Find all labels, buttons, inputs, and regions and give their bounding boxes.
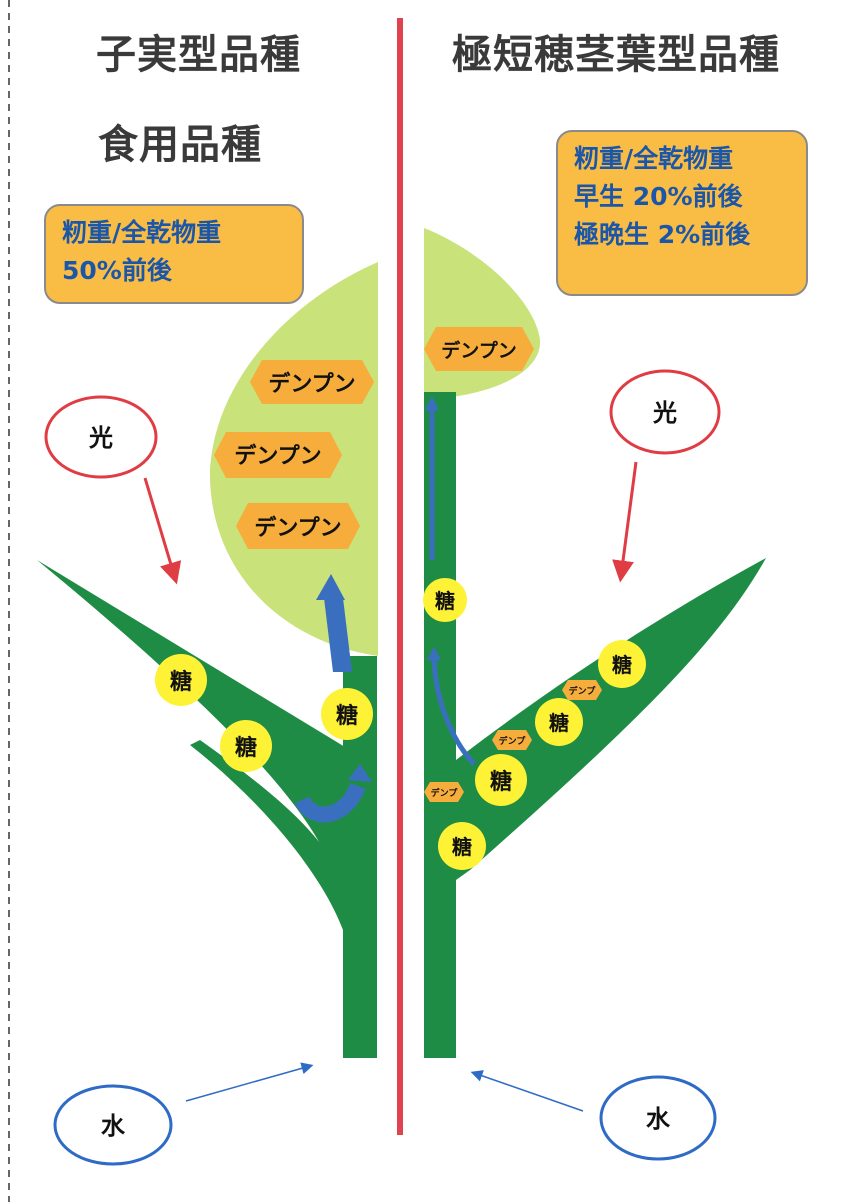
left-sugar-2: 糖 — [220, 720, 272, 772]
right-starch-small-2-label: デンプ — [499, 735, 527, 747]
right-title: 極短穂茎葉型品種 — [452, 32, 780, 78]
left-starch-1: デンプン — [250, 360, 374, 404]
left-flow-arrow-curve — [294, 764, 372, 823]
right-starch-main: デンプン — [424, 327, 534, 371]
left-sugar-1: 糖 — [155, 654, 207, 706]
left-starch-1-label: デンプン — [268, 371, 355, 397]
left-info-line-2: 50%前後 — [62, 256, 172, 285]
right-sugar-1: 糖 — [423, 578, 467, 622]
right-light-arrow — [612, 461, 638, 583]
right-starch-small-2: デンプ — [492, 730, 532, 750]
left-sugar-3-label: 糖 — [336, 703, 358, 729]
left-light-circle: 光 — [44, 395, 158, 479]
left-starch-2: デンプン — [214, 432, 342, 478]
left-title: 子実型品種 — [96, 32, 301, 78]
right-sugar-1-label: 糖 — [435, 589, 455, 613]
left-water-label: 水 — [101, 1112, 126, 1140]
right-starch-small-3-label: デンプ — [431, 787, 459, 799]
right-grain-head — [424, 228, 541, 400]
left-info-line-1: 籾重/全乾物重 — [62, 218, 222, 247]
left-info-box: 籾重/全乾物重 50%前後 — [44, 204, 304, 304]
right-sugar-2-label: 糖 — [612, 653, 632, 677]
left-starch-3-label: デンプン — [254, 515, 341, 541]
right-starch-main-label: デンプン — [441, 339, 516, 362]
left-water-arrow — [185, 1062, 314, 1102]
right-light-label: 光 — [652, 399, 677, 427]
left-sugar-1-label: 糖 — [170, 669, 192, 695]
right-flow-arrow-curve — [427, 646, 476, 766]
right-info-box: 籾重/全乾物重 早生 20%前後 極晩生 2%前後 — [556, 130, 808, 296]
left-light-arrow — [143, 477, 182, 585]
right-info-line-3: 極晩生 2%前後 — [574, 220, 751, 249]
right-sugar-4: 糖 — [475, 754, 527, 806]
right-water-arrow — [470, 1070, 584, 1112]
left-sugar-2-label: 糖 — [235, 735, 257, 761]
right-starch-small-1: デンプ — [562, 680, 602, 700]
right-light-circle: 光 — [609, 369, 721, 455]
left-subtitle: 食用品種 — [98, 122, 262, 168]
right-starch-small-3: デンプ — [424, 782, 464, 802]
right-leaf — [456, 558, 766, 880]
left-water-circle: 水 — [53, 1084, 173, 1166]
right-sugar-2: 糖 — [598, 640, 646, 688]
left-leaf — [37, 560, 376, 900]
right-sugar-5-label: 糖 — [452, 835, 472, 859]
left-flow-arrow-up — [316, 574, 352, 672]
right-sugar-3: 糖 — [535, 698, 583, 746]
left-starch-3: デンプン — [236, 503, 360, 549]
left-starch-2-label: デンプン — [234, 443, 321, 469]
right-sugar-4-label: 糖 — [490, 769, 512, 795]
right-info-line-1: 籾重/全乾物重 — [574, 144, 734, 173]
right-info-line-2: 早生 20%前後 — [574, 182, 743, 211]
right-sugar-3-label: 糖 — [549, 711, 569, 735]
right-sugar-5: 糖 — [438, 822, 486, 870]
right-starch-small-1-label: デンプ — [569, 685, 597, 697]
left-light-label: 光 — [88, 424, 113, 452]
left-sugar-3: 糖 — [321, 688, 373, 740]
right-water-label: 水 — [646, 1105, 671, 1133]
right-water-circle: 水 — [599, 1075, 717, 1161]
